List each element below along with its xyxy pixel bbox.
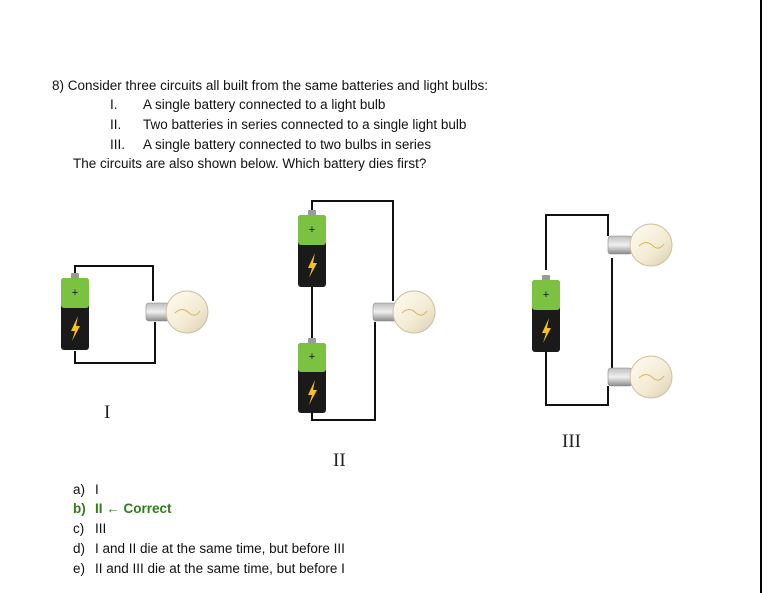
wire [545, 214, 609, 270]
answer-letter: b) [73, 501, 86, 516]
battery-plus-label: + [543, 289, 549, 301]
question-header: 8) Consider three circuits all built fro… [52, 78, 488, 94]
question-follow-up: The circuits are also shown below. Which… [73, 156, 427, 171]
light-bulb-icon [372, 290, 436, 334]
battery-icon: + [61, 273, 89, 350]
circuit-label-ii: II [333, 450, 346, 471]
correct-marker: ← Correct [106, 501, 172, 516]
list-item-roman: I. [110, 97, 118, 112]
light-bulb-icon [145, 290, 209, 334]
lightning-bolt-icon [542, 318, 551, 343]
light-bulb-icon [607, 223, 673, 267]
list-item-roman: II. [110, 117, 122, 132]
light-bulb-icon [607, 355, 673, 399]
battery-plus-label: + [72, 287, 78, 299]
battery-icon: + [298, 210, 326, 287]
answer-option-e: e) II and III die at the same time, but b… [73, 561, 345, 576]
battery-icon: + [532, 275, 560, 352]
lightning-bolt-icon [71, 316, 80, 341]
answer-option-d: d) I and II die at the same time, but bef… [73, 541, 345, 556]
answer-letter: a) [73, 482, 86, 497]
battery-plus-label: + [309, 351, 315, 363]
answer-text: I and II die at the same time, but befor… [95, 541, 345, 556]
lightning-bolt-icon [308, 253, 317, 278]
circuit-label-i: I [104, 402, 111, 423]
answer-letter: d) [73, 541, 86, 556]
list-item: I. A single battery connected to a light … [110, 97, 385, 113]
wire [311, 200, 394, 301]
list-item: II. Two batteries in series connected to … [110, 117, 466, 133]
battery-icon: + [298, 338, 326, 413]
answer-text: III [95, 521, 107, 536]
question-number: 8) [52, 78, 65, 93]
circuit-label-iii: III [562, 431, 581, 452]
battery-plus-label: + [309, 224, 315, 236]
wire [74, 265, 154, 301]
answer-letter: e) [73, 561, 86, 576]
question-prompt: Consider three circuits all built from t… [67, 78, 488, 93]
answer-text: II [95, 501, 103, 516]
answer-text: I [95, 482, 99, 497]
list-item: III. A single battery connected to two bu… [110, 137, 431, 153]
list-item-text: Two batteries in series connected to a s… [143, 117, 467, 132]
list-item-text: A single battery connected to two bulbs … [143, 137, 432, 152]
wire [545, 347, 609, 406]
page-border-line [760, 0, 762, 593]
answer-text: II and III die at the same time, but bef… [95, 561, 345, 576]
wire [311, 322, 376, 421]
lightning-bolt-icon [308, 380, 317, 405]
answer-letter: c) [73, 521, 85, 536]
answer-option-c: c) III [73, 521, 106, 536]
circuit-wires [74, 200, 613, 421]
wire [74, 322, 156, 364]
list-item-text: A single battery connected to a light bu… [143, 97, 386, 112]
answer-option-a: a) I [73, 482, 99, 497]
list-item-roman: III. [110, 137, 126, 152]
answer-option-b: b) II ← Correct [73, 501, 172, 516]
